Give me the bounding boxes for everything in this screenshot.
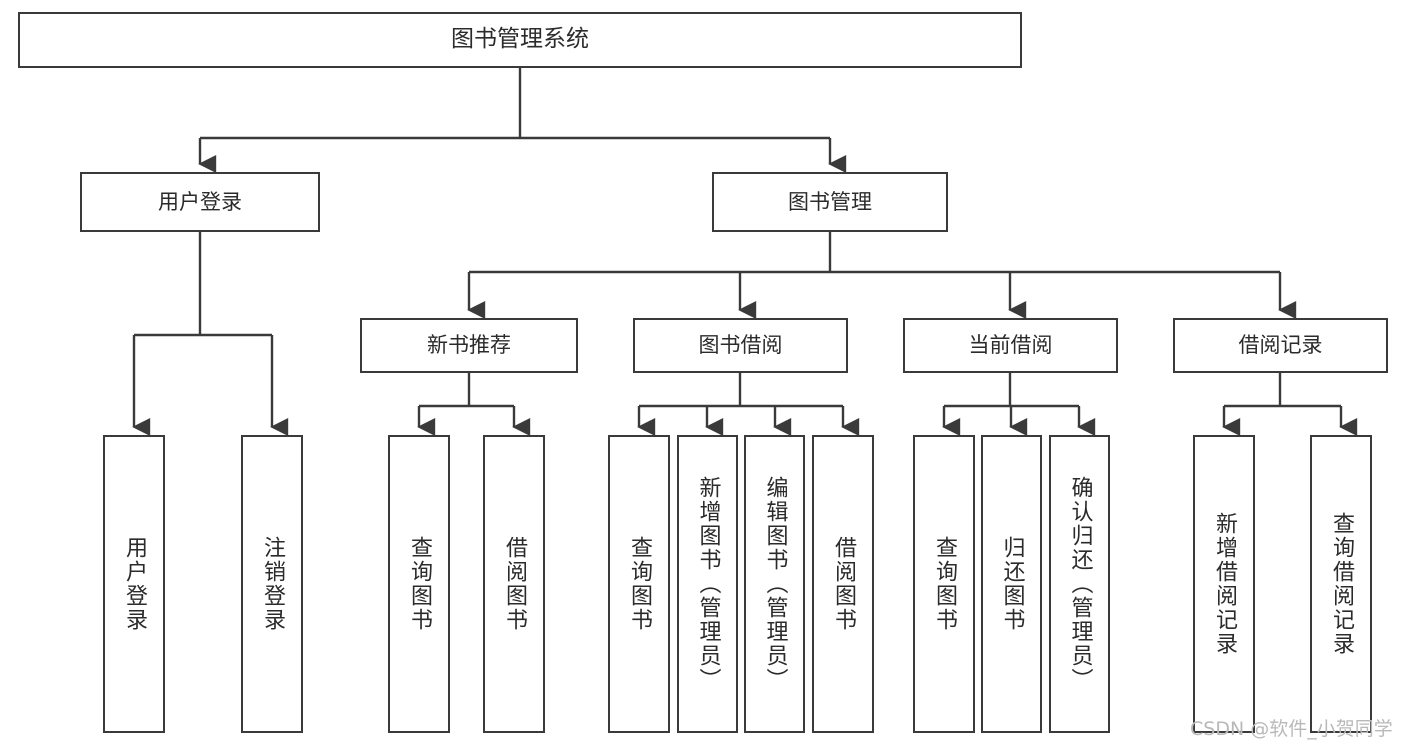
leaf-node[interactable]: 借阅图书 bbox=[812, 435, 874, 733]
leaf-node-label: 查询图书 bbox=[932, 536, 957, 632]
node-borrow-record[interactable]: 借阅记录 bbox=[1173, 318, 1388, 373]
node-book-management-label: 图书管理 bbox=[788, 189, 872, 214]
leaf-node[interactable]: 用户登录 bbox=[103, 435, 165, 733]
leaf-node[interactable]: 查询图书 bbox=[913, 435, 975, 733]
node-user-login[interactable]: 用户登录 bbox=[80, 172, 320, 232]
leaf-node-label: 借阅图书 bbox=[831, 536, 856, 632]
leaf-node-label: 查询图书 bbox=[627, 536, 652, 632]
leaf-node[interactable]: 新增借阅记录 bbox=[1193, 435, 1255, 733]
node-new-book-recommend[interactable]: 新书推荐 bbox=[360, 318, 578, 373]
leaf-node-label: 新增图书（管理员） bbox=[695, 476, 721, 692]
leaf-node[interactable]: 归还图书 bbox=[981, 435, 1042, 733]
leaf-node[interactable]: 确认归还（管理员） bbox=[1049, 435, 1110, 733]
node-current-borrow-label: 当前借阅 bbox=[968, 333, 1053, 358]
leaf-node[interactable]: 查询图书 bbox=[388, 435, 450, 733]
leaf-node[interactable]: 编辑图书（管理员） bbox=[744, 435, 805, 733]
node-root-label: 图书管理系统 bbox=[451, 26, 589, 53]
leaf-node[interactable]: 查询借阅记录 bbox=[1310, 435, 1372, 733]
leaf-node-label: 归还图书 bbox=[999, 536, 1025, 632]
leaf-node[interactable]: 注销登录 bbox=[241, 435, 303, 733]
leaf-node-label: 借阅图书 bbox=[502, 536, 527, 632]
node-borrow-record-label: 借阅记录 bbox=[1238, 333, 1323, 358]
leaf-node-label: 编辑图书（管理员） bbox=[762, 476, 788, 692]
csdn-watermark: CSDN @软件_小贺同学 bbox=[1190, 718, 1393, 740]
leaf-node-label: 新增借阅记录 bbox=[1212, 512, 1237, 656]
leaf-node-label: 注销登录 bbox=[260, 536, 285, 632]
leaf-node-label: 查询图书 bbox=[407, 536, 432, 632]
leaf-node-label: 确认归还（管理员） bbox=[1067, 476, 1093, 692]
node-root[interactable]: 图书管理系统 bbox=[18, 12, 1022, 68]
node-user-login-label: 用户登录 bbox=[158, 189, 242, 214]
leaf-node[interactable]: 查询图书 bbox=[608, 435, 670, 733]
leaf-node-label: 查询借阅记录 bbox=[1329, 512, 1354, 656]
node-current-borrow[interactable]: 当前借阅 bbox=[903, 318, 1118, 373]
leaf-node[interactable]: 借阅图书 bbox=[483, 435, 545, 733]
node-new-book-recommend-label: 新书推荐 bbox=[427, 333, 511, 358]
node-book-management[interactable]: 图书管理 bbox=[712, 172, 948, 232]
node-book-borrow[interactable]: 图书借阅 bbox=[633, 318, 848, 373]
node-book-borrow-label: 图书借阅 bbox=[698, 333, 783, 358]
leaf-node[interactable]: 新增图书（管理员） bbox=[677, 435, 738, 733]
leaf-node-label: 用户登录 bbox=[122, 536, 147, 632]
